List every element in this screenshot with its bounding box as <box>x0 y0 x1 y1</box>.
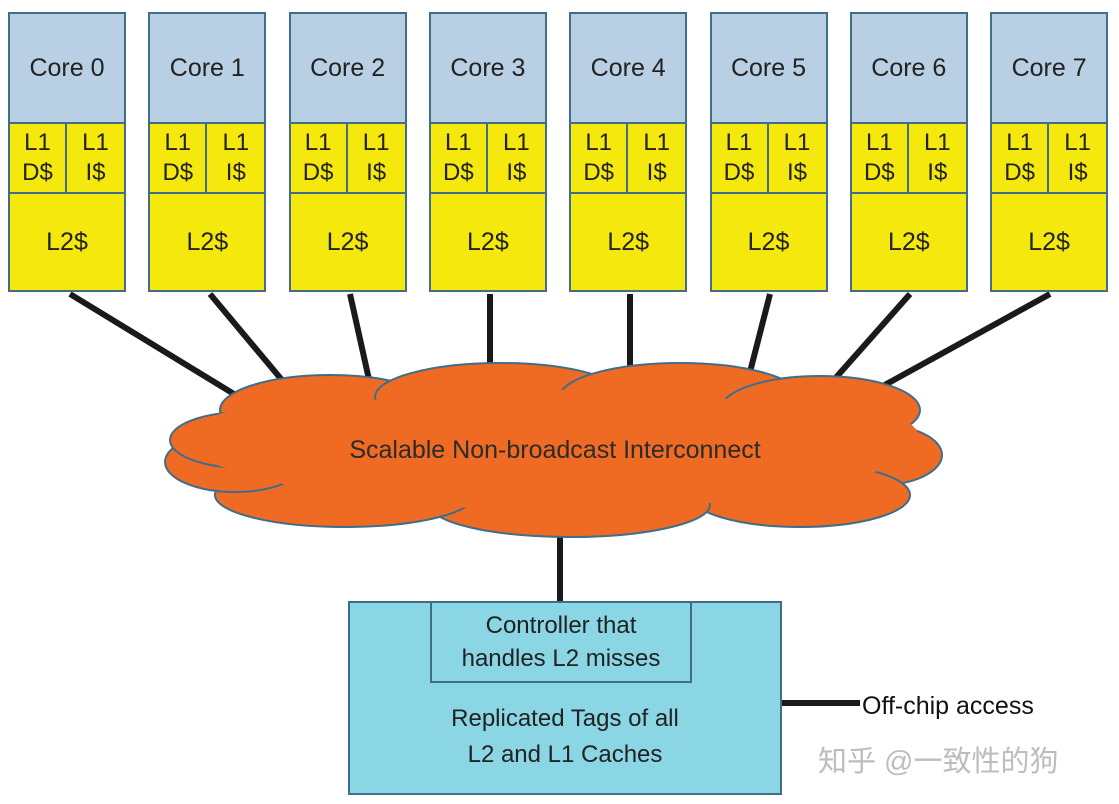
l1-data-cache-label: L1 <box>585 129 613 156</box>
l1-instruction-cache-label: L1 <box>643 129 671 156</box>
l2-cache: L2$ <box>571 194 686 290</box>
l1-instruction-cache-label: I$ <box>646 159 667 186</box>
l1-data-cache-label: D$ <box>162 159 194 186</box>
l1-instruction-cache-label: L1 <box>362 129 390 156</box>
l1-data-cache-label: L1 <box>164 129 192 156</box>
watermark: 知乎 @一致性的狗 <box>818 746 1059 778</box>
l2-cache: L2$ <box>711 194 826 290</box>
tags-text-line-2: L2 and L1 Caches <box>467 741 663 768</box>
core-label: Core 1 <box>150 14 265 124</box>
l1-data-cache-label: D$ <box>863 159 895 186</box>
l1-instruction-cache-label: I$ <box>786 159 807 186</box>
l2-cache: L2$ <box>430 194 545 290</box>
core-label: Core 7 <box>992 14 1107 124</box>
l1-data-cache-label: L1 <box>865 129 893 156</box>
l1-data-cache-label: D$ <box>22 159 53 186</box>
core-label: Core 0 <box>10 14 124 124</box>
l1-instruction-cache-label: L1 <box>222 129 250 156</box>
controller-text-line-2: handles L2 misses <box>461 645 661 672</box>
l1-instruction-cache-label: L1 <box>503 129 530 156</box>
l1-instruction-cache-label: I$ <box>1067 159 1088 186</box>
l1-data-cache-label: L1 <box>725 129 753 156</box>
l1-instruction-cache-label: L1 <box>923 129 951 156</box>
l1-instruction-cache-label: L1 <box>82 129 109 156</box>
core-label: Core 4 <box>571 14 686 124</box>
l1-data-cache-label: L1 <box>24 129 51 156</box>
controller-text-line-1: Controller that <box>485 612 637 639</box>
l2-cache: L2$ <box>992 194 1107 290</box>
l1-instruction-cache-label: L1 <box>1064 129 1091 156</box>
replicated-tags-text: Replicated Tags of all L2 and L1 Caches <box>350 701 780 773</box>
interconnect-label: Scalable Non-broadcast Interconnect <box>349 435 761 464</box>
core-label: Core 3 <box>430 14 545 124</box>
core-label: Core 6 <box>851 14 966 124</box>
core-label: Core 5 <box>711 14 826 124</box>
l1-instruction-cache-label: I$ <box>225 159 246 186</box>
l1-instruction-cache-label: I$ <box>85 159 106 186</box>
l1-instruction-cache-label: I$ <box>366 159 387 186</box>
l1-data-cache-label: L1 <box>1006 129 1033 156</box>
l1-data-cache-label: D$ <box>1004 159 1035 186</box>
link-core-7 <box>870 291 1052 395</box>
link-core-6 <box>829 292 913 384</box>
l1-instruction-cache-label: I$ <box>506 159 527 186</box>
link-core-1 <box>207 292 295 394</box>
link-core-5 <box>747 293 773 373</box>
l1-data-cache-label: D$ <box>583 159 615 186</box>
l2-cache: L2$ <box>290 194 405 290</box>
link-core-0 <box>68 291 254 408</box>
l2-cache: L2$ <box>851 194 966 290</box>
l1-data-cache-label: L1 <box>304 129 332 156</box>
controller-box: Controller that handles L2 misses <box>430 603 692 683</box>
l1-instruction-cache-label: L1 <box>783 129 811 156</box>
tags-text-line-1: Replicated Tags of all <box>451 705 679 732</box>
l1-data-cache-label: D$ <box>302 159 334 186</box>
l1-data-cache-label: L1 <box>445 129 472 156</box>
core-label: Core 2 <box>290 14 405 124</box>
link-core-2 <box>347 293 373 385</box>
directory-box: Controller that handles L2 misses Replic… <box>348 601 782 795</box>
offchip-access-label: Off-chip access <box>862 692 1034 720</box>
l1-data-cache-label: D$ <box>443 159 474 186</box>
l2-cache: L2$ <box>10 194 124 290</box>
l2-cache: L2$ <box>150 194 265 290</box>
l1-data-cache-label: D$ <box>723 159 755 186</box>
l1-instruction-cache-label: I$ <box>927 159 948 186</box>
